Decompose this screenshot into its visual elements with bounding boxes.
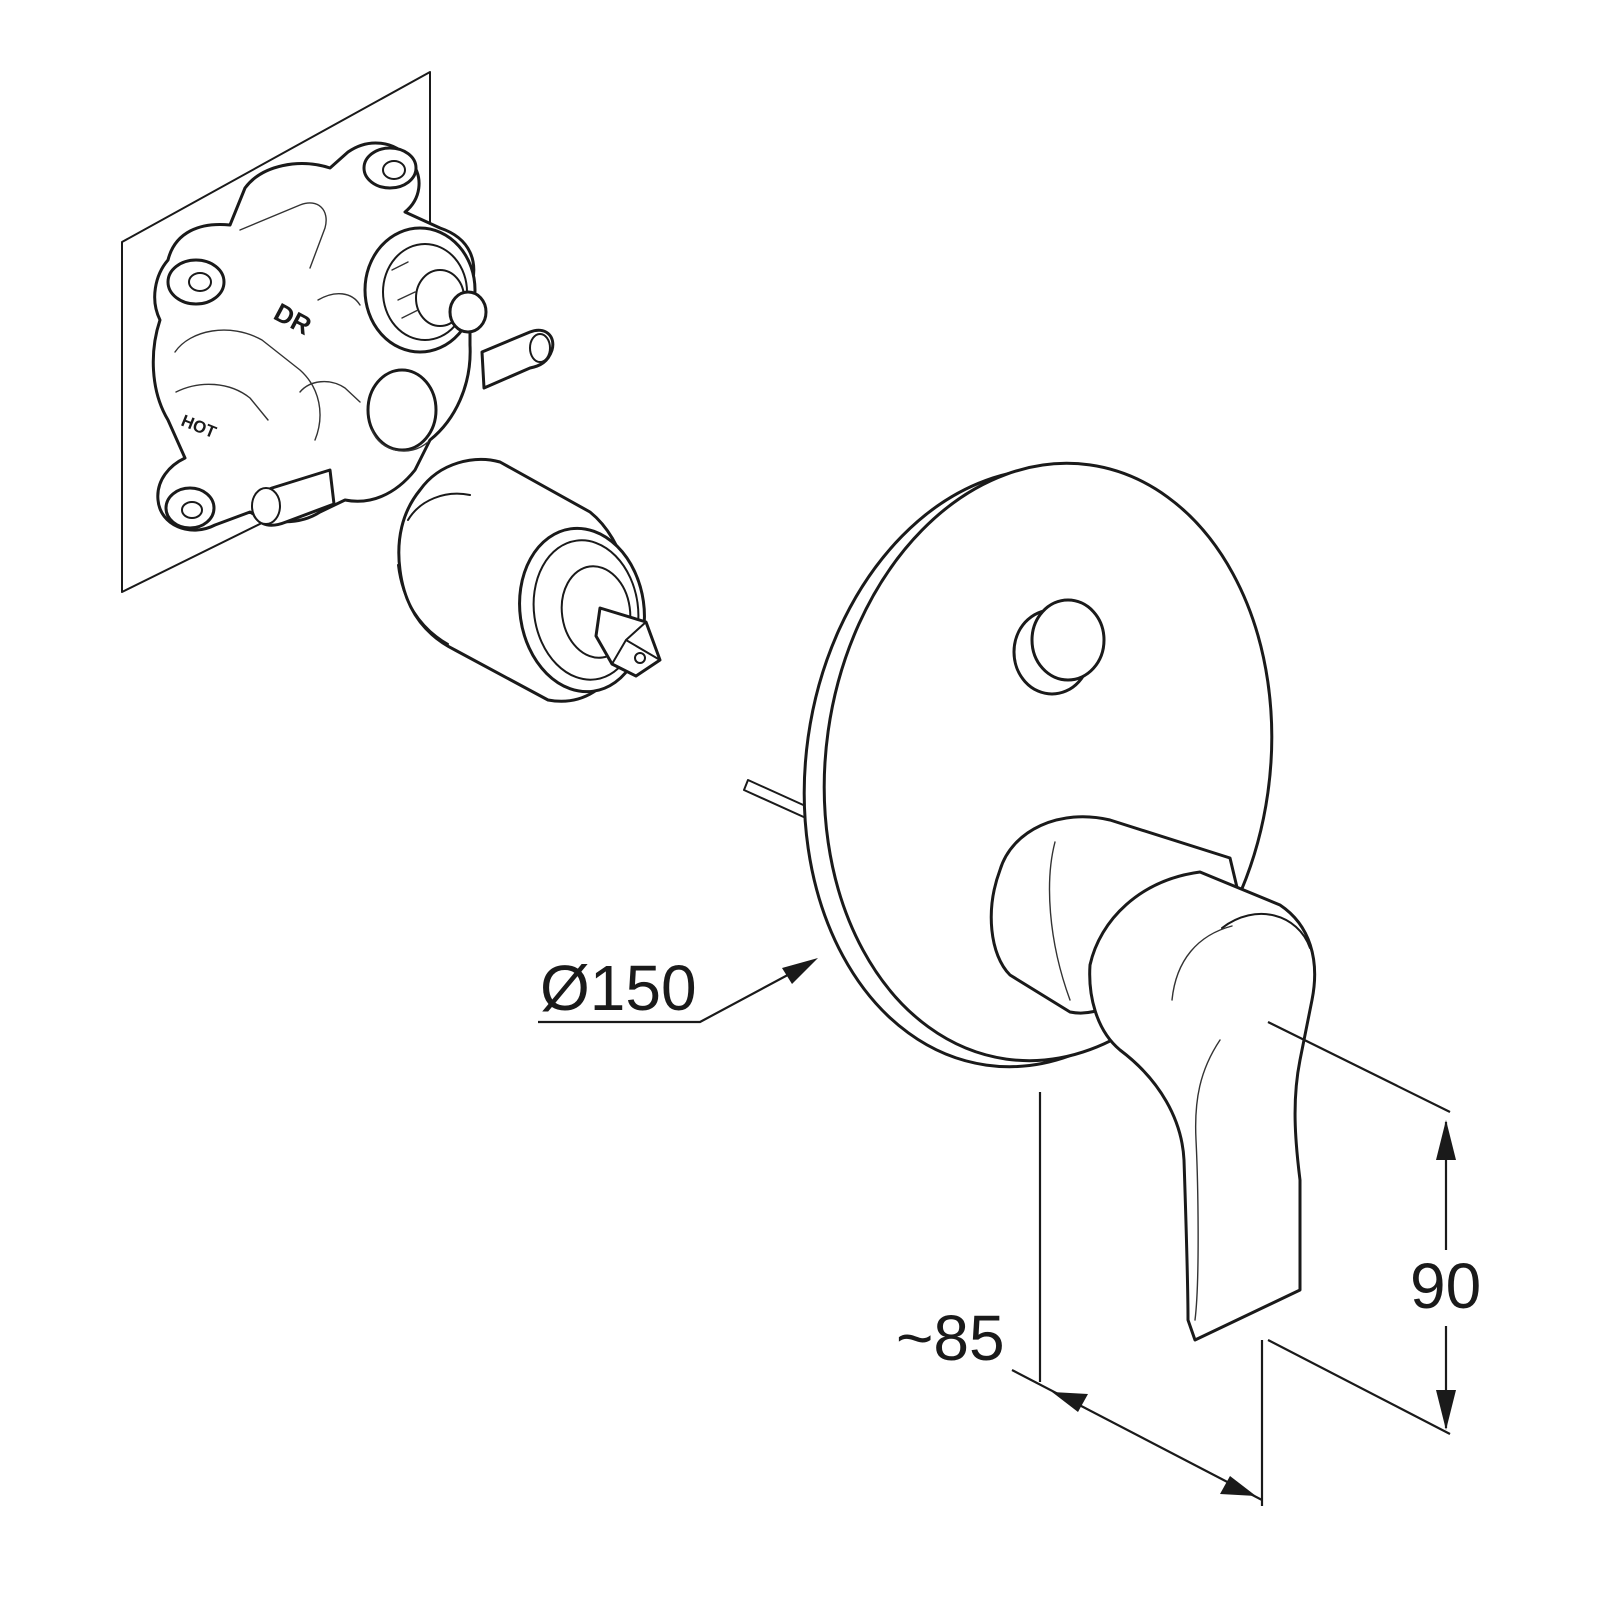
lug-bottom-left [164, 486, 216, 530]
diverter-knob-top [1030, 598, 1106, 682]
upper-port-outer [363, 226, 477, 354]
handle-body-highlight [1048, 841, 1071, 1001]
depth-label: ~85 [896, 1302, 1005, 1374]
lug-bottom-left-hole [181, 501, 203, 519]
lug-top-right-hole [382, 160, 406, 180]
height-arrow-bottom [1436, 1390, 1456, 1430]
handle-lever [1088, 870, 1317, 1342]
diameter-arrowhead [782, 958, 818, 984]
depth-arrow-right [1220, 1476, 1256, 1496]
height-ext-line-top [1267, 1021, 1451, 1113]
cartridge-ring-1 [407, 492, 471, 521]
cartridge-ring-2 [397, 564, 449, 645]
depth-dim-line [1011, 1369, 1263, 1501]
trim-assembly [743, 461, 1317, 1342]
casting-rib-4 [299, 381, 361, 403]
casting-rib-1 [239, 202, 327, 269]
casting-rib-5 [317, 293, 361, 306]
upper-thread-lines [391, 261, 419, 319]
height-arrow-top [1436, 1120, 1456, 1160]
casting-rib-2 [174, 329, 321, 441]
dimension-height: 90 [1267, 1021, 1481, 1435]
cartridge-face-inner [560, 565, 632, 659]
lever-chamfer [1194, 1039, 1221, 1321]
concealed-valve-body: DR HOT [121, 71, 662, 703]
height-label: 90 [1410, 1250, 1481, 1322]
center-port [366, 368, 438, 452]
center-port-shadow [371, 429, 429, 452]
casting-rib-3 [175, 383, 269, 421]
spindle-hole [634, 652, 646, 664]
lug-left [166, 258, 226, 306]
depth-arrow-left [1052, 1392, 1088, 1412]
inlet-pin-right-end [529, 333, 551, 363]
diameter-label: Ø150 [540, 952, 697, 1024]
square-spindle-edges [611, 621, 661, 665]
lever-top-edge [1221, 913, 1311, 949]
height-ext-line-bottom [1267, 1339, 1451, 1435]
diameter-leader [538, 961, 813, 1024]
lug-top-right [362, 146, 418, 190]
cartridge-face-ring [532, 539, 640, 681]
dimension-diameter: Ø150 [538, 952, 818, 1024]
dimension-depth: ~85 [896, 1092, 1264, 1506]
upper-spindle [448, 290, 488, 334]
lug-left-hole [188, 272, 212, 292]
lever-inner-curve [1171, 925, 1233, 1001]
inlet-pin-left-end [251, 487, 281, 525]
